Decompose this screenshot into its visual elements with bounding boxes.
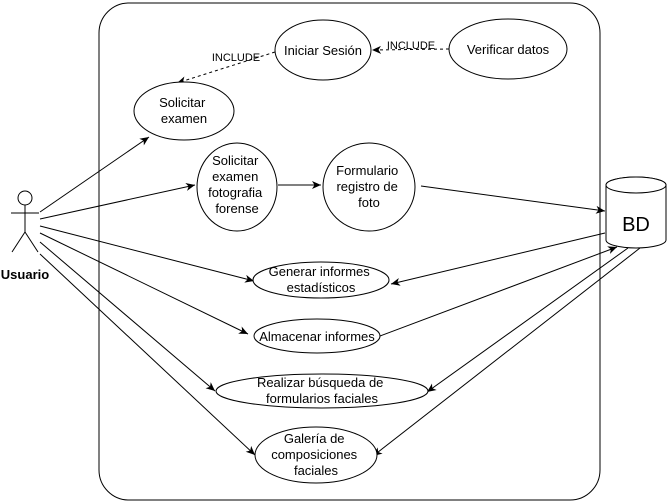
use-case-formulario-registro: Formulario registro de foto: [322, 142, 416, 232]
edge-bd-busqueda: [426, 247, 629, 393]
use-case-generar-informes: Generar informes estadísticos: [252, 261, 390, 299]
use-case-shape: [252, 261, 390, 299]
use-case-label: Solicitar examen: [159, 95, 209, 126]
use-case-iniciar-sesion: Iniciar Sesión: [274, 19, 372, 81]
edge-actor-solicitar-examen: [39, 136, 150, 213]
label-line: estadísticos: [287, 280, 356, 295]
label-line: forense: [215, 201, 258, 216]
use-case-shape: [133, 81, 235, 141]
label-line: examen: [212, 169, 258, 184]
use-case-shape: [254, 426, 378, 484]
use-case-label: Formulario registro de foto: [336, 163, 402, 210]
label-line: Verificar datos: [467, 42, 550, 57]
use-case-shape: [196, 142, 278, 232]
use-case-solicitar-examen: Solicitar examen: [133, 81, 235, 141]
actor-head: [17, 190, 33, 206]
use-case-shape: [448, 18, 568, 80]
edge-almacenar-bd: [379, 246, 618, 337]
edge-actor-galeria: [39, 253, 256, 456]
label-line: composiciones: [271, 447, 357, 462]
edge-formulario-bd: [420, 185, 606, 214]
edge-bd-generar-informes: [390, 232, 606, 286]
use-case-label: Verificar datos: [467, 42, 550, 57]
database-bd: BD: [605, 176, 667, 249]
actor-left-leg: [11, 231, 26, 253]
database-top: [605, 176, 667, 194]
edge-include-verificar-iniciar: [371, 45, 450, 54]
use-case-label: Galería de composiciones faciales: [271, 431, 361, 478]
label-line: fotografia: [208, 185, 263, 200]
use-case-almacenar-informes: Almacenar informes: [253, 318, 381, 354]
actor-right-leg: [24, 231, 39, 253]
label-line: Solicitar: [159, 95, 206, 110]
label-line: faciales: [294, 463, 339, 478]
use-case-solicitar-examen-foto: Solicitar examen fotografia forense: [196, 142, 278, 232]
label-line: examen: [161, 111, 207, 126]
label-line: Iniciar Sesión: [284, 43, 362, 58]
use-case-galeria: Galería de composiciones faciales: [254, 426, 378, 484]
edge-actor-busqueda: [39, 241, 216, 392]
use-case-verificar-datos: Verificar datos: [448, 18, 568, 80]
use-case-realizar-busqueda: Realizar búsqueda de formularios faciale…: [215, 373, 429, 409]
label-line: formularios faciales: [266, 391, 378, 406]
edge-actor-solicitar-foto: [39, 183, 196, 220]
use-case-label: Generar informes estadísticos: [269, 264, 374, 295]
use-case-shape: [215, 373, 429, 409]
use-case-shape: [322, 142, 416, 232]
label-line: foto: [358, 195, 380, 210]
use-case-shape: [253, 318, 381, 354]
label-line: Solicitar: [212, 153, 259, 168]
edge-bd-galeria: [372, 247, 641, 457]
include-label-2: INCLUDE: [212, 52, 260, 64]
use-case-label: Almacenar informes: [259, 329, 375, 344]
label-line: Almacenar informes: [259, 329, 375, 344]
actor-usuario: Usuario: [1, 190, 49, 282]
include-label-1: INCLUDE: [387, 40, 435, 52]
use-case-label: Iniciar Sesión: [284, 43, 362, 58]
edge-include-iniciar-solicitar: [176, 51, 276, 85]
label-line: Formulario: [336, 163, 398, 178]
use-case-label: Realizar búsqueda de formularios faciale…: [257, 375, 387, 406]
label-line: Realizar búsqueda de: [257, 375, 383, 390]
database-label: BD: [622, 214, 650, 236]
edge-actor-almacenar: [39, 232, 249, 335]
label-line: Galería de: [284, 431, 345, 446]
edge-actor-generar-informes: [39, 225, 255, 283]
use-case-label: Solicitar examen fotografia forense: [208, 153, 266, 216]
use-case-shape: [274, 19, 372, 81]
actor-label: Usuario: [1, 267, 49, 282]
label-line: registro de: [336, 179, 397, 194]
label-line: Generar informes: [269, 264, 371, 279]
